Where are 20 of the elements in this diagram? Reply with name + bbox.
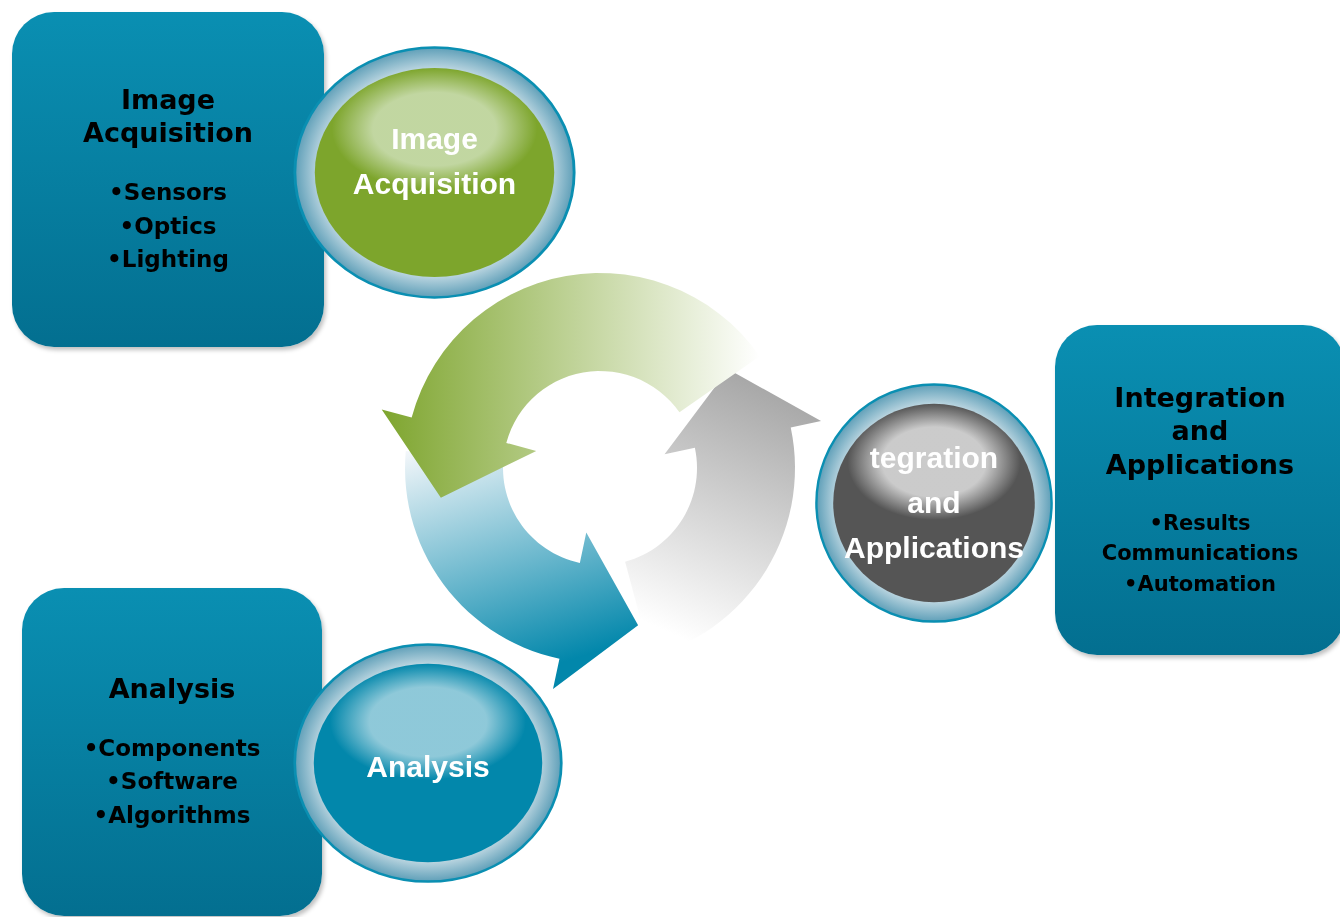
card-title: Analysis (108, 672, 236, 706)
info-card (1055, 325, 1340, 655)
bullet-item: •Software (106, 767, 238, 797)
bullet-item: •Lighting (107, 244, 229, 274)
info-card (22, 588, 322, 916)
stage-label: Image Acquisition (351, 121, 518, 203)
stage-circle (814, 382, 1054, 624)
stage-label: tegration and Applications (843, 440, 1025, 567)
card-title: Image Acquisition (82, 82, 254, 151)
stage-circle (292, 45, 577, 300)
bullet-item: •Algorithms (93, 800, 251, 830)
bullet-item: •Results Communications (1100, 509, 1300, 568)
card-title: Integration and Applications (1104, 380, 1296, 482)
stage-circle (292, 642, 564, 884)
stage-label: Analysis (365, 748, 491, 785)
info-card (12, 12, 324, 347)
bullet-item: •Optics (119, 211, 217, 241)
bullet-item: •Components (83, 733, 261, 763)
bullet-item: •Sensors (109, 178, 227, 208)
bullet-item: •Automation (1124, 570, 1276, 598)
